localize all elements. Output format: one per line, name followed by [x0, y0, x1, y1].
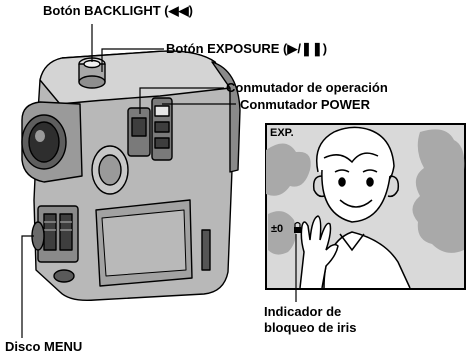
- callout-operation: [139, 87, 224, 114]
- backlight-button-label: Botón BACKLIGHT (◀◀): [43, 3, 193, 18]
- iris-indicator-label-line1: Indicador de: [264, 304, 342, 319]
- background-cloud: [266, 143, 311, 196]
- callout-lines: [21, 24, 297, 338]
- exposure-value: ±0: [271, 223, 284, 235]
- exposure-readout: EXP.: [270, 127, 294, 139]
- callout-exposure: [101, 48, 164, 72]
- person-drawing: [299, 126, 411, 289]
- background-cloud: [412, 129, 465, 253]
- power-switch-label: Conmutador POWER: [240, 97, 370, 112]
- background-cloud: [268, 211, 296, 255]
- menu-dial-label: Disco MENU: [5, 339, 83, 354]
- exposure-button-label: Botón EXPOSURE (▶/❚❚): [166, 41, 328, 56]
- iris-indicator-label-line2: bloqueo de iris: [264, 320, 357, 335]
- camcorder-illustration: [21, 50, 241, 302]
- lcd-screen: [265, 123, 466, 290]
- callout-menu: [21, 235, 34, 338]
- operation-switch-label: Conmutador de operación: [226, 80, 388, 95]
- iris-lock-indicator-icon: [294, 221, 301, 233]
